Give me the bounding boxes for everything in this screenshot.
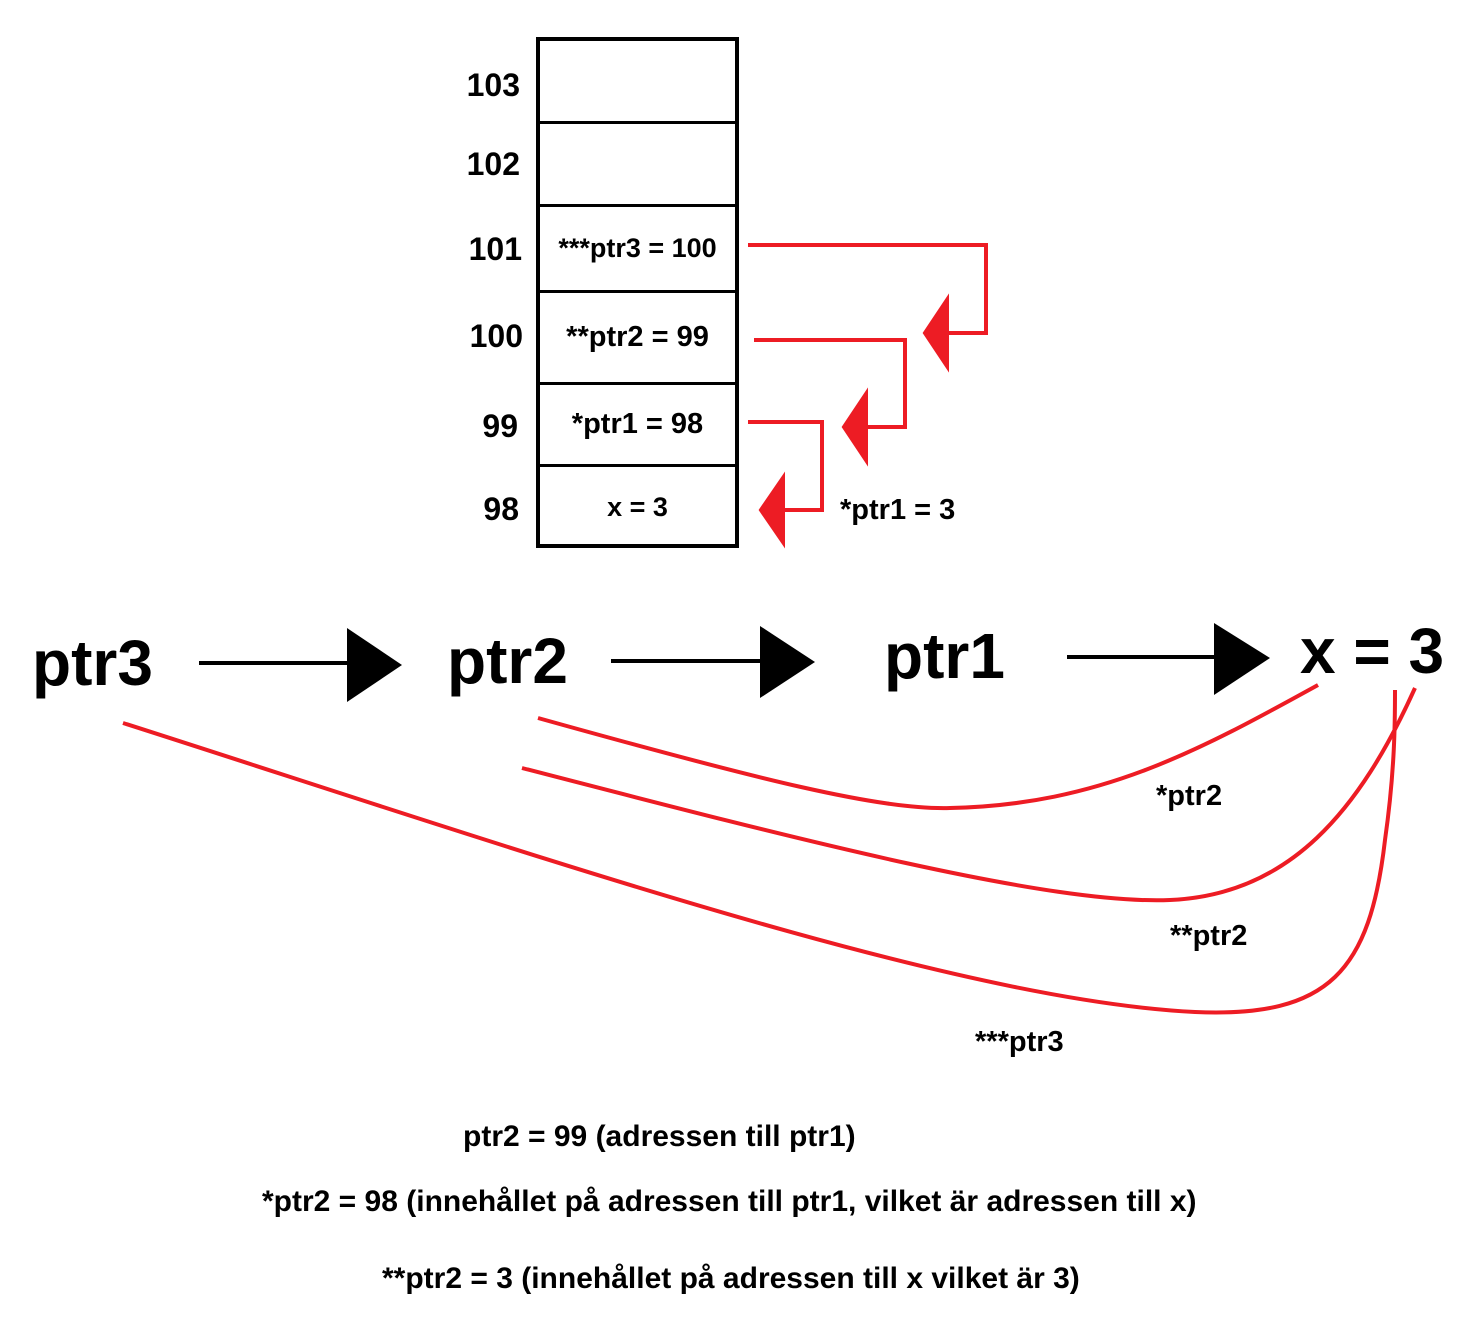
arrowhead-red-100 [922,293,949,373]
chain-node-ptr2: ptr2 [447,625,568,697]
address-label-103: 103 [466,67,520,103]
address-label-100: 100 [469,318,523,354]
chain-arrowhead-1 [347,628,402,702]
memory-cell-102 [540,124,735,207]
deref-curve-tptr3 [122,689,1397,1015]
address-label-99: 99 [482,408,518,444]
memory-cell-98: x = 3 [607,492,668,522]
arrowhead-red-98 [758,471,785,549]
deref-curve-ptr2 [537,683,1319,811]
note-line-1: ptr2 = 99 (adressen till ptr1) [463,1120,856,1153]
memory-table: ***ptr3 = 100 **ptr2 = 99 *ptr1 = 98 x =… [536,37,739,548]
curve-label-dptr2: **ptr2 [1170,920,1248,952]
memory-cell-101: ***ptr3 = 100 [540,207,735,293]
ptr1-to-98-arrow-line [748,420,824,512]
chain-node-ptr1: ptr1 [884,620,1005,692]
curve-label-tptr3: ***ptr3 [975,1026,1064,1058]
note-line-2: *ptr2 = 98 (innehållet på adressen till … [262,1185,1197,1218]
ptr3-to-100-arrow-line [748,243,988,335]
ptr1-deref-label: *ptr1 = 3 [840,494,956,526]
address-label-102: 102 [466,146,520,182]
address-label-101: 101 [468,231,522,267]
chain-node-ptr3: ptr3 [32,627,153,699]
chain-arrowhead-3 [1214,623,1270,695]
memory-cell-103 [540,41,735,124]
note-line-3: **ptr2 = 3 (innehållet på adressen till … [382,1262,1080,1295]
chain-node-x: x = 3 [1300,615,1445,687]
curve-label-ptr2: *ptr2 [1156,780,1223,812]
address-label-98: 98 [483,491,519,527]
memory-cell-99: *ptr1 = 98 [540,385,735,467]
chain-arrowhead-2 [760,626,815,698]
memory-cell-100: **ptr2 = 99 [540,293,735,385]
arrowhead-red-99 [841,387,868,467]
deref-curve-dptr2 [521,687,1417,903]
ptr2-to-99-arrow-line [754,338,907,429]
